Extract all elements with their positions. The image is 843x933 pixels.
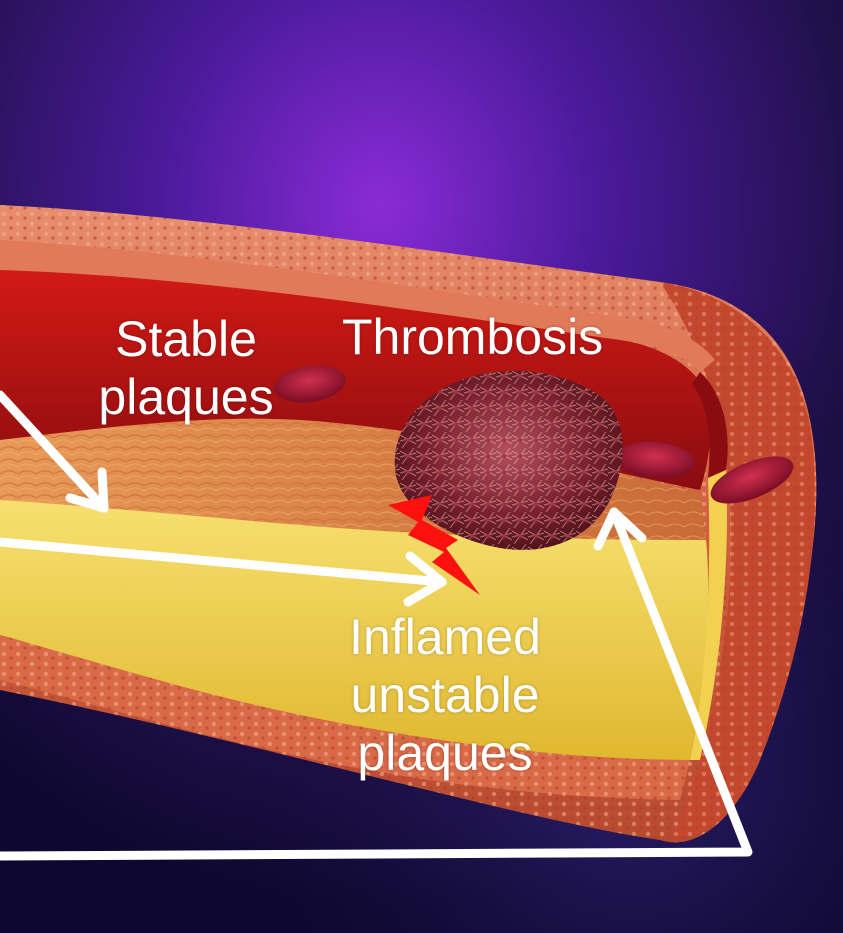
- inflamed-label-line3: plaques: [310, 724, 580, 782]
- stable-plaques-label-line1: Stable: [76, 310, 296, 368]
- inflamed-label-line2: unstable: [310, 666, 580, 724]
- inflamed-label-line1: Inflamed: [310, 608, 580, 666]
- stable-plaques-label: Stable plaques: [76, 310, 296, 426]
- stable-plaques-label-line2: plaques: [76, 368, 296, 426]
- inflamed-unstable-plaques-label: Inflamed unstable plaques: [310, 608, 580, 782]
- thrombosis-label: Thrombosis: [342, 308, 603, 366]
